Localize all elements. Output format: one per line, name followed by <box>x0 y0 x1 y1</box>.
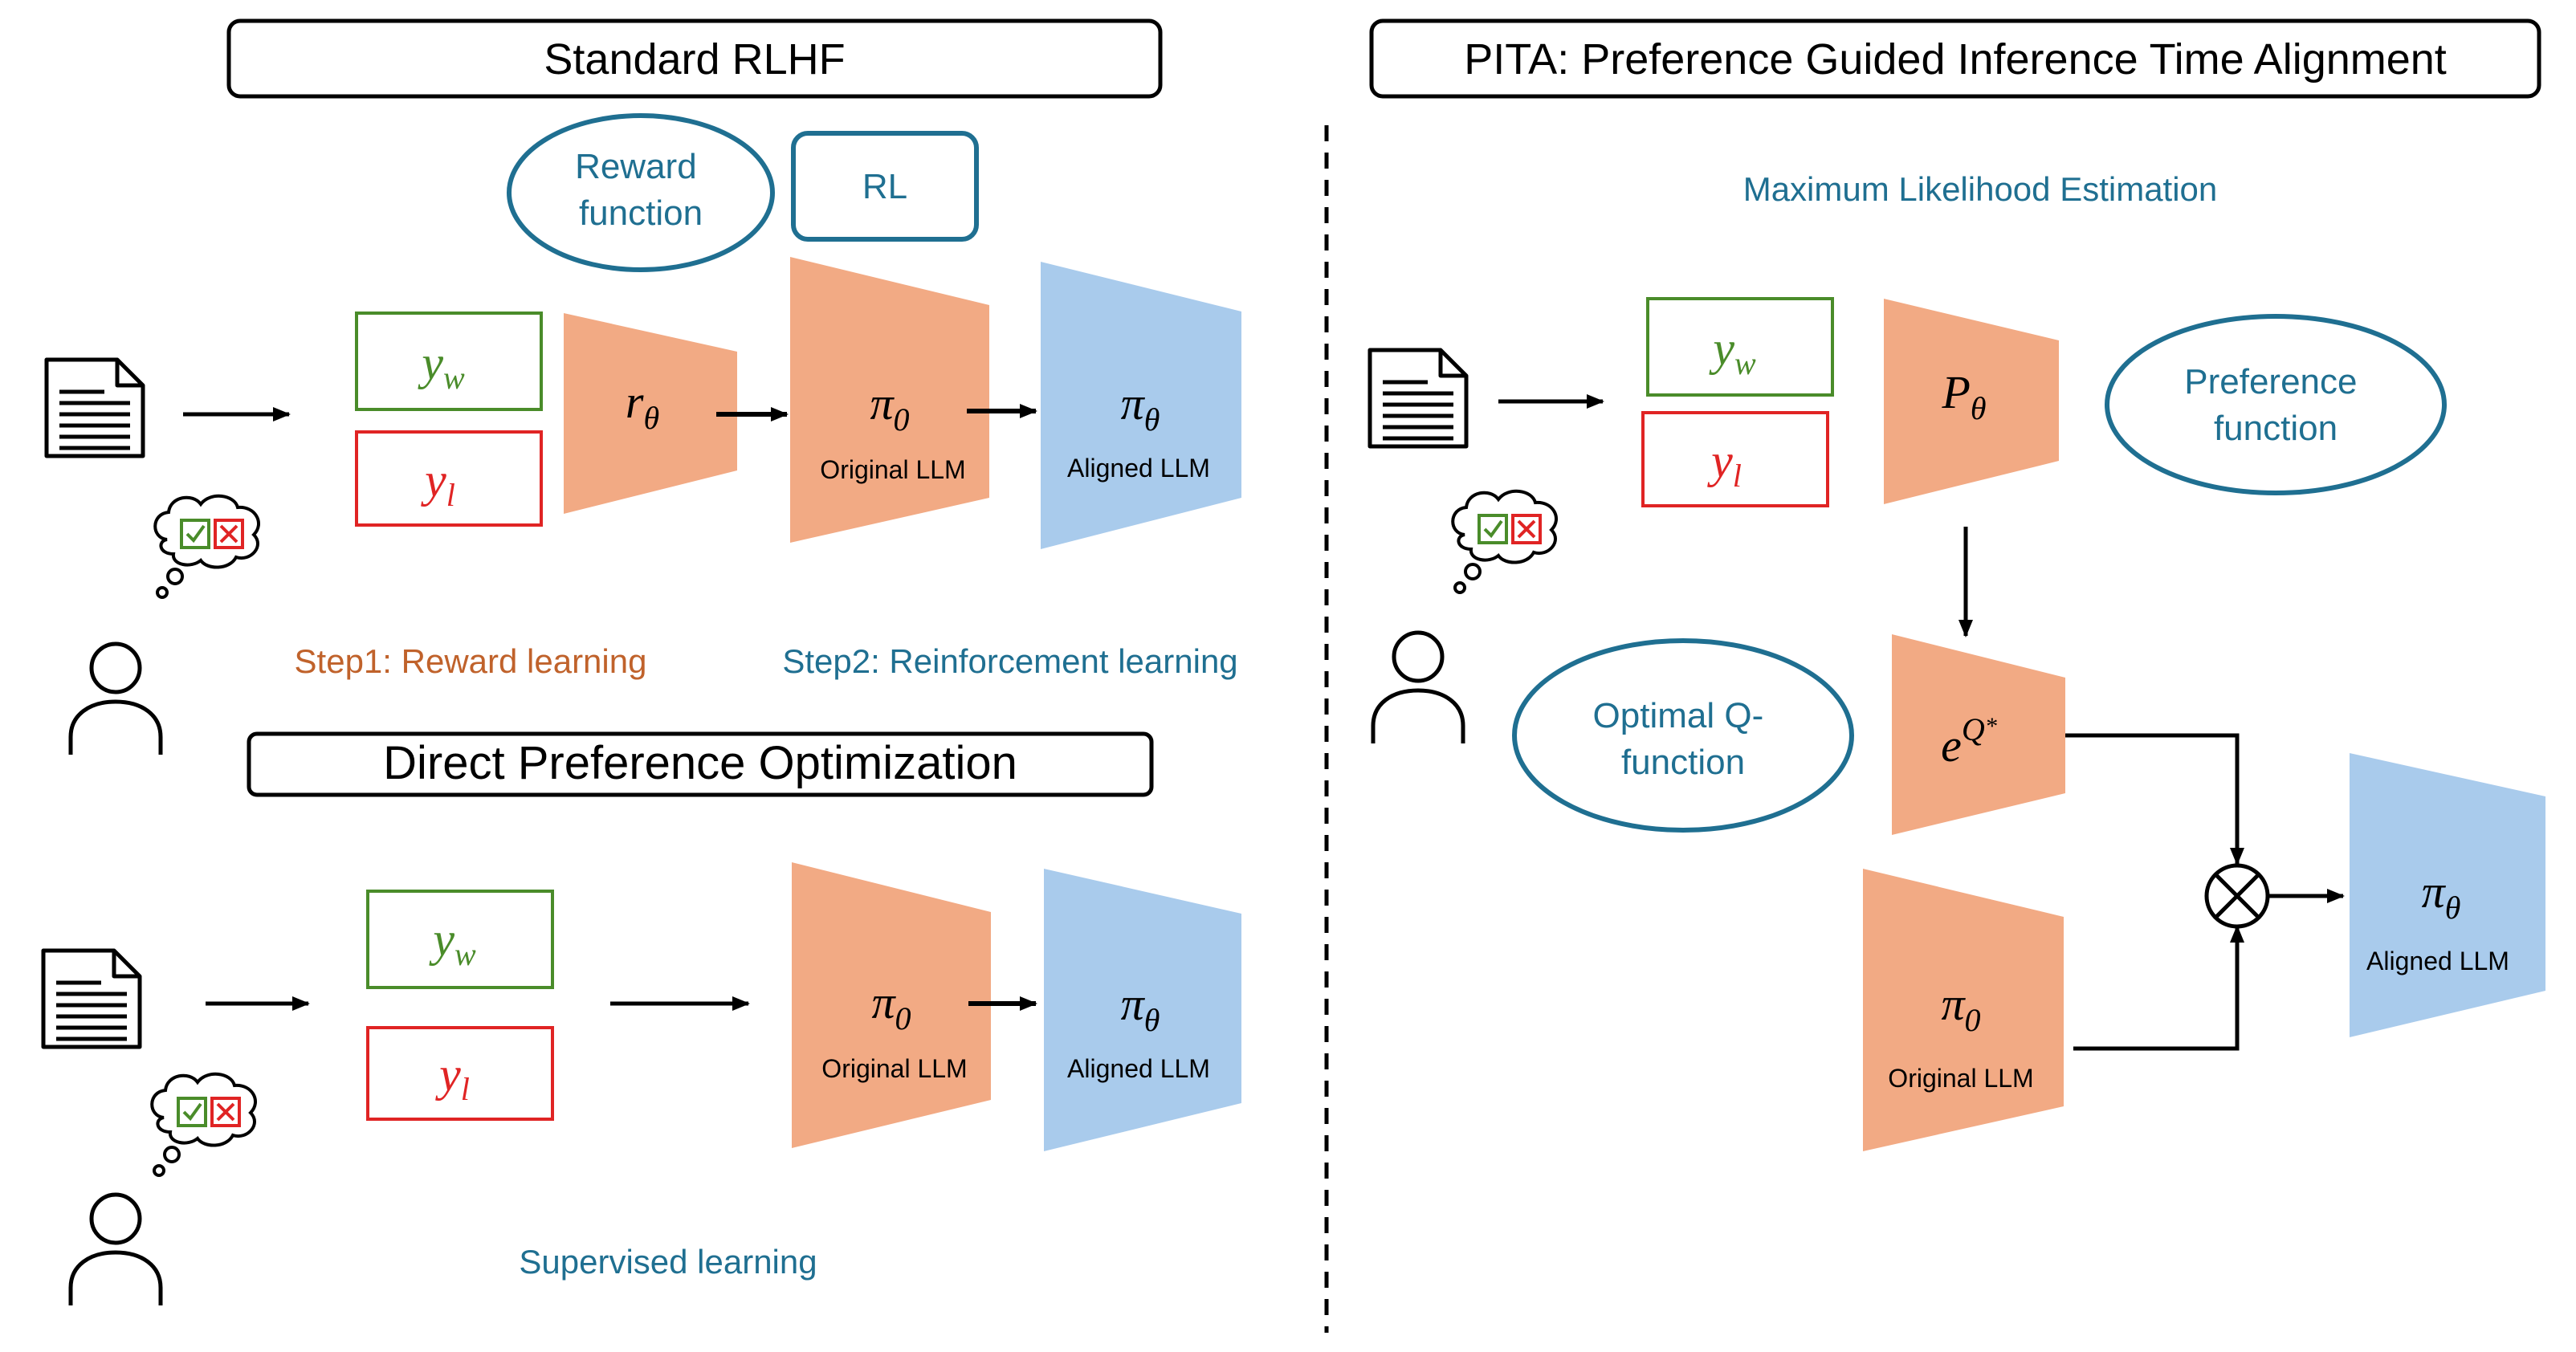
dpo-aligned-llm-label: Aligned LLM <box>1067 1054 1210 1083</box>
pita-aligned-llm-label: Aligned LLM <box>2366 947 2509 975</box>
pita-preferred-response-label: yw <box>1708 322 1756 381</box>
reward-model-trapezoid <box>564 313 737 514</box>
original-llm-symbol: π0 <box>870 377 909 438</box>
pita-original-llm-label: Original LLM <box>1888 1064 2033 1093</box>
preference-model-trapezoid <box>1884 299 2059 504</box>
pita-aligned-llm-trapezoid <box>2350 753 2545 1037</box>
aligned-llm-trapezoid <box>1041 262 1241 549</box>
original-llm-trapezoid <box>790 257 989 543</box>
aligned-llm-label: Aligned LLM <box>1067 454 1210 483</box>
thought-bubble-icon <box>1451 489 1559 594</box>
dpo-preferred-response-label: yw <box>428 913 476 972</box>
optimal-q-function-label: Optimal Q- function <box>1593 696 1774 782</box>
dpo-rejected-response-label: yl <box>434 1048 470 1107</box>
original-to-operator-connector <box>2073 925 2244 1051</box>
dpo-section: Direct Preference Optimization yw yl π0 … <box>43 731 1241 1305</box>
user-icon <box>71 644 161 755</box>
document-icon <box>47 360 143 456</box>
reward-function-label: Reward function <box>575 147 707 233</box>
reward-model-label: rθ <box>626 376 659 436</box>
preference-function-ellipse <box>2105 314 2447 495</box>
step2-caption: Step2: Reinforcement learning <box>782 642 1237 680</box>
pita-section: PITA: Preference Guided Inference Time A… <box>1369 18 2545 1151</box>
pita-original-llm-trapezoid <box>1863 869 2064 1151</box>
original-llm-label: Original LLM <box>820 455 965 484</box>
preferred-response-box <box>355 312 543 411</box>
pita-title: PITA: Preference Guided Inference Time A… <box>1464 35 2447 83</box>
reward-function-ellipse <box>507 113 775 272</box>
pita-rejected-response-box <box>1641 411 1829 507</box>
pita-original-llm-symbol: π0 <box>1941 978 1980 1038</box>
standard-rlhf-title-box <box>226 18 1163 99</box>
multiply-operator-icon <box>2204 863 2270 929</box>
document-icon <box>43 951 140 1047</box>
q-to-operator-connector <box>2065 733 2244 865</box>
dpo-rejected-response-box <box>366 1026 554 1121</box>
optimal-q-function-ellipse <box>1512 638 1854 833</box>
dpo-original-llm-symbol: π0 <box>871 976 911 1036</box>
standard-rlhf-title: Standard RLHF <box>544 35 845 83</box>
user-icon <box>71 1195 161 1305</box>
document-icon <box>1370 350 1466 446</box>
dpo-aligned-llm-trapezoid <box>1044 869 1241 1151</box>
standard-rlhf-section: Standard RLHF Reward function RL yw yl r… <box>47 18 1241 755</box>
pita-aligned-llm-symbol: πθ <box>2422 865 2461 926</box>
user-icon <box>1373 633 1463 743</box>
dpo-aligned-llm-symbol: πθ <box>1121 978 1160 1038</box>
thought-bubble-icon <box>150 1072 258 1177</box>
preference-model-label: Pθ <box>1941 366 1986 426</box>
dpo-original-llm-label: Original LLM <box>821 1054 967 1083</box>
dpo-title-box <box>247 731 1154 797</box>
q-model-label: eQ* <box>1941 711 1997 772</box>
rejected-response-box <box>355 430 543 527</box>
q-model-trapezoid <box>1892 634 2065 835</box>
rl-box-label: RL <box>862 167 907 206</box>
step1-caption: Step1: Reward learning <box>295 642 647 680</box>
pita-title-box <box>1369 18 2541 99</box>
mle-label: Maximum Likelihood Estimation <box>1743 170 2218 208</box>
dpo-original-llm-trapezoid <box>792 862 991 1148</box>
dpo-title: Direct Preference Optimization <box>383 737 1017 789</box>
pita-preferred-response-box <box>1646 297 1834 397</box>
pita-rejected-response-label: yl <box>1706 434 1742 494</box>
thought-bubble-icon <box>153 494 261 599</box>
rejected-response-label: yl <box>420 454 455 513</box>
dpo-preferred-response-box <box>366 890 554 989</box>
aligned-llm-symbol: πθ <box>1121 377 1160 438</box>
preference-function-label: Preference function <box>2184 362 2366 448</box>
dpo-caption: Supervised learning <box>519 1243 817 1281</box>
preferred-response-label: yw <box>417 336 465 396</box>
rl-box <box>791 131 979 242</box>
